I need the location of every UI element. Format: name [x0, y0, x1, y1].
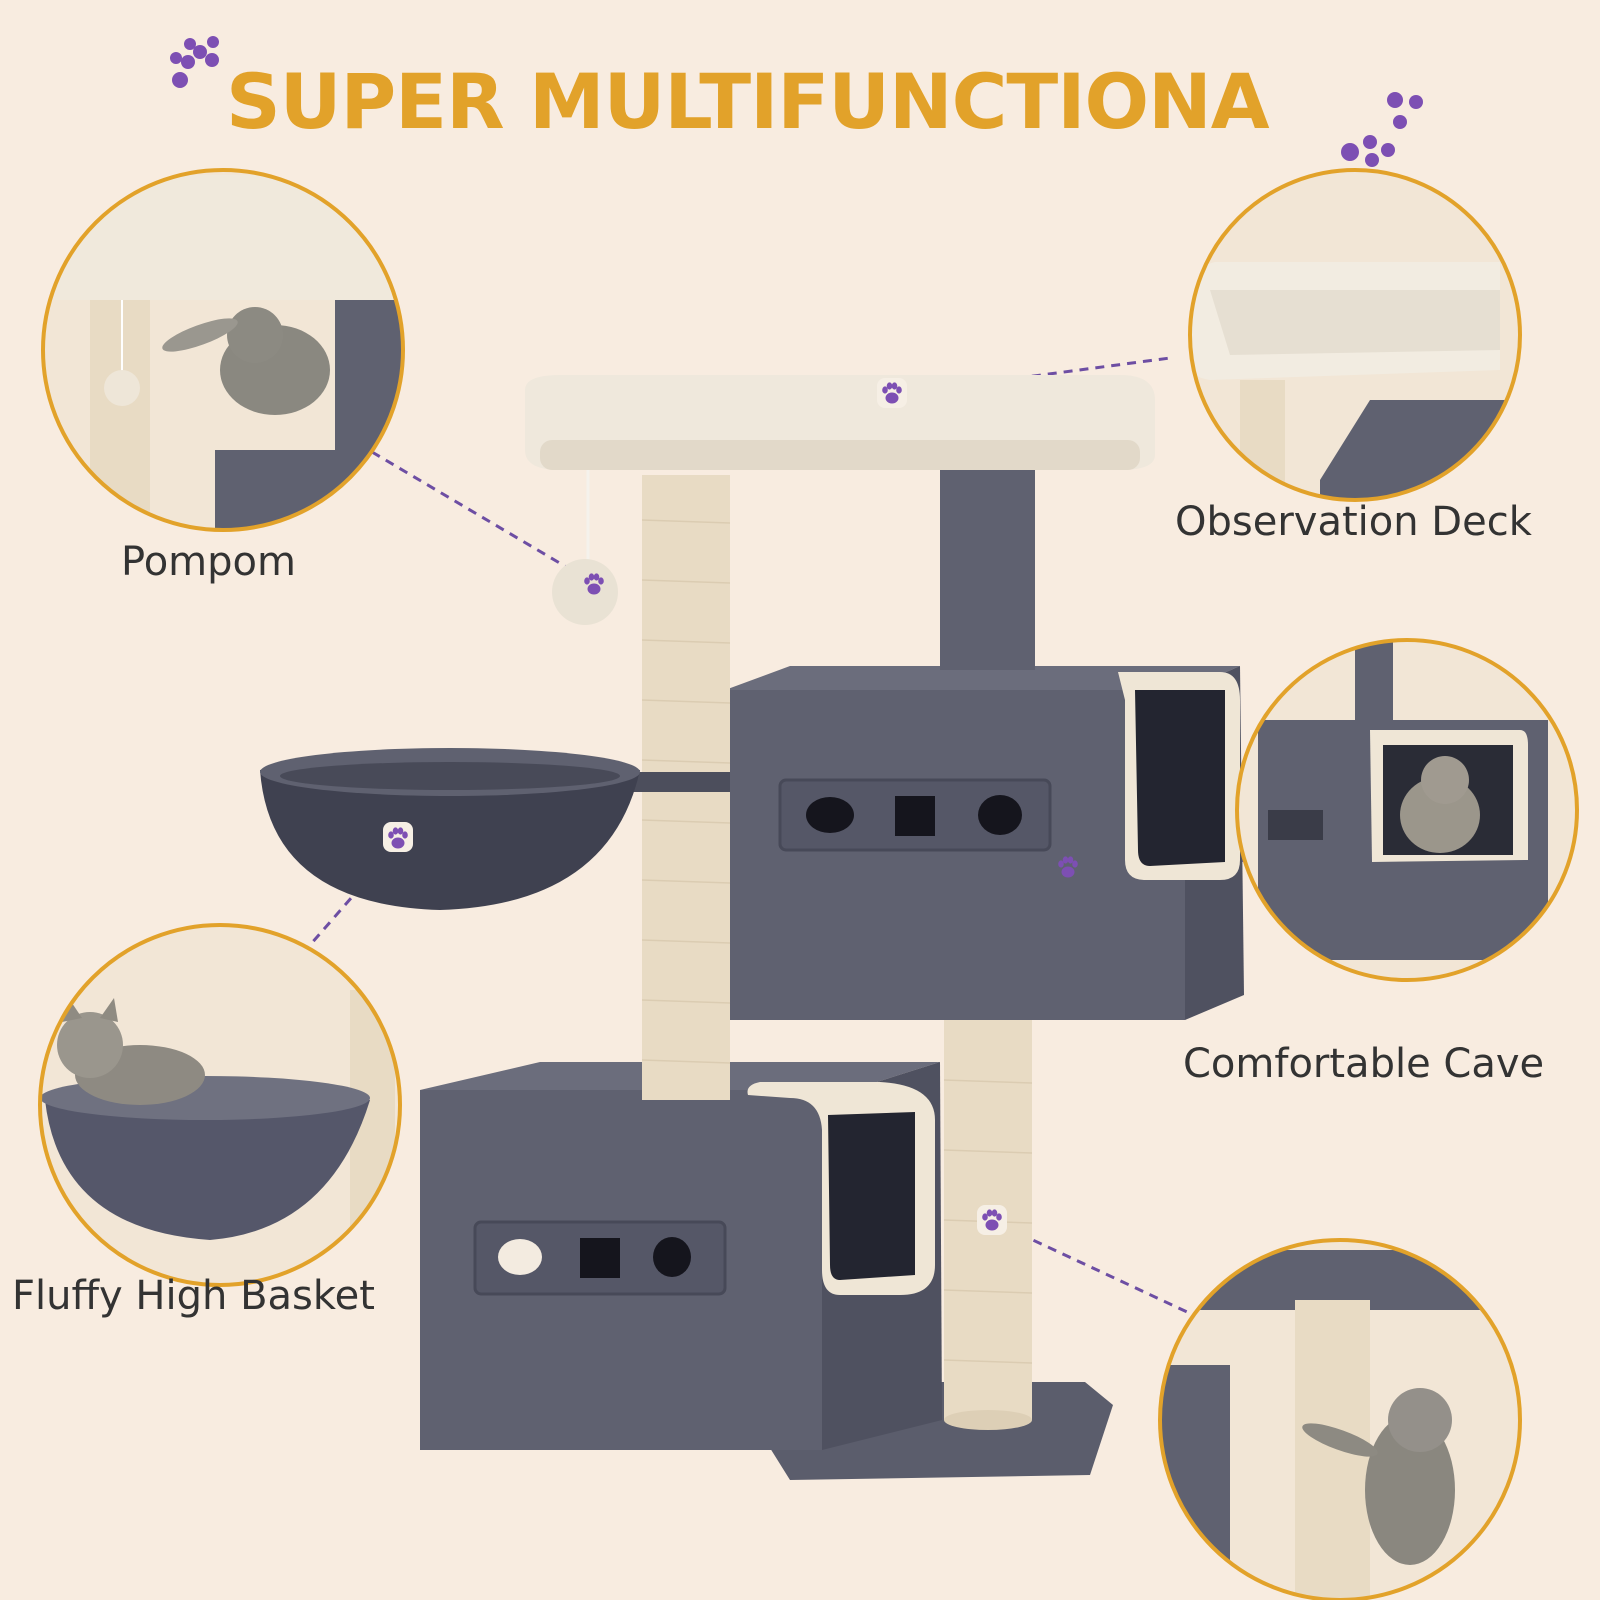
label-observation-deck: Observation Deck	[1175, 499, 1532, 545]
detail-circle-observation-deck	[1188, 168, 1522, 502]
detail-circle-fluffy-high-basket	[38, 923, 402, 1287]
detail-circle-scratching-post	[1158, 1238, 1522, 1600]
paw-print-icon	[383, 378, 1078, 1235]
detail-circle-pompom	[41, 168, 405, 532]
page-title: SUPER MULTIFUNCTIONA	[226, 57, 1270, 146]
sisal-texture	[641, 519, 1033, 1364]
lower-condo	[420, 1062, 942, 1450]
title-paw-decoration-right	[1341, 92, 1423, 167]
upper-condo	[725, 666, 1244, 1020]
plush-post-upper	[940, 460, 1035, 670]
detail-circle-comfortable-cave	[1235, 638, 1579, 982]
label-comfortable-cave: Comfortable Cave	[1183, 1041, 1545, 1087]
observation-deck-platform	[525, 375, 1155, 470]
label-pompom: Pompom	[121, 539, 296, 585]
title-paw-decoration-left	[170, 36, 219, 88]
pompom-toy	[552, 470, 618, 625]
label-fluffy-high-basket: Fluffy High Basket	[12, 1273, 375, 1319]
hanging-basket	[260, 748, 730, 910]
